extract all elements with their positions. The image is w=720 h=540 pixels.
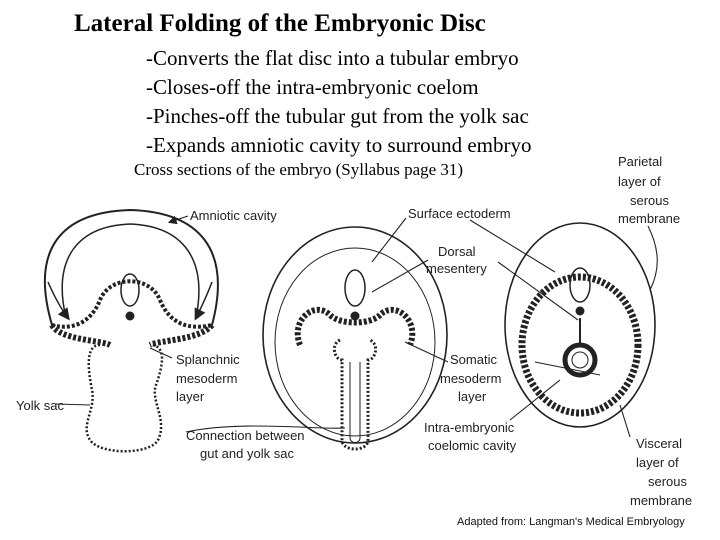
bullet-3: -Pinches-off the tubular gut from the yo… [146,104,529,128]
body-wall-2 [294,306,416,347]
label-coelom-2: coelomic cavity [428,438,517,453]
label-connection-1: Connection between [186,428,305,443]
label-coelom-1: Intra-embryonic [424,420,515,435]
label-splanchnic-1: Splanchnic [176,352,240,367]
amnion-2 [262,226,448,444]
label-somatic-1: Somatic [450,352,497,367]
yolk-sac-1 [85,343,164,453]
neural-tube-2 [344,269,366,307]
body-wall-3 [518,273,642,417]
embryonic-disc-1 [51,279,213,329]
gut-tube-2 [332,338,378,451]
slide-title: Lateral Folding of the Embryonic Disc [74,10,486,37]
label-connection-2: gut and yolk sac [200,446,294,461]
section-2-folding [262,226,448,451]
figure-caption: Cross sections of the embryo (Syllabus p… [134,160,464,179]
label-parietal-2: layer of [618,174,661,189]
label-splanchnic-2: mesoderm [176,371,237,386]
bullet-1: -Converts the flat disc into a tubular e… [146,46,519,70]
notochord-2 [350,311,360,321]
amnion-3 [504,222,656,428]
label-dorsal-mesentery-2: mesentery [426,261,487,276]
label-yolk-sac: Yolk sac [16,398,64,413]
label-somatic-3: layer [458,389,487,404]
label-surface-ectoderm: Surface ectoderm [408,206,511,221]
neural-tube-1 [120,273,140,307]
notochord-3 [575,306,585,316]
leader-lines [55,215,658,438]
source-credit: Adapted from: Langman's Medical Embryolo… [457,516,685,528]
label-splanchnic-3: layer [176,389,205,404]
amnion-dome-1 [43,208,219,326]
section-3-tubular [504,222,656,428]
label-parietal-3: serous [630,193,670,208]
notochord-1 [125,311,135,321]
label-visceral-3: serous [648,474,688,489]
bullet-2: -Closes-off the intra-embryonic coelom [146,75,479,99]
neural-tube-3 [569,267,591,303]
label-parietal-1: Parietal [618,154,662,169]
label-visceral-1: Visceral [636,436,682,451]
bullet-4: -Expands amniotic cavity to surround emb… [146,133,532,157]
label-visceral-4: membrane [630,493,692,508]
label-amniotic-cavity: Amniotic cavity [190,208,277,223]
section-1-early [43,208,219,453]
label-visceral-2: layer of [636,455,679,470]
label-somatic-2: mesoderm [440,371,501,386]
label-parietal-4: membrane [618,211,680,226]
label-dorsal-mesentery-1: Dorsal [438,244,476,259]
